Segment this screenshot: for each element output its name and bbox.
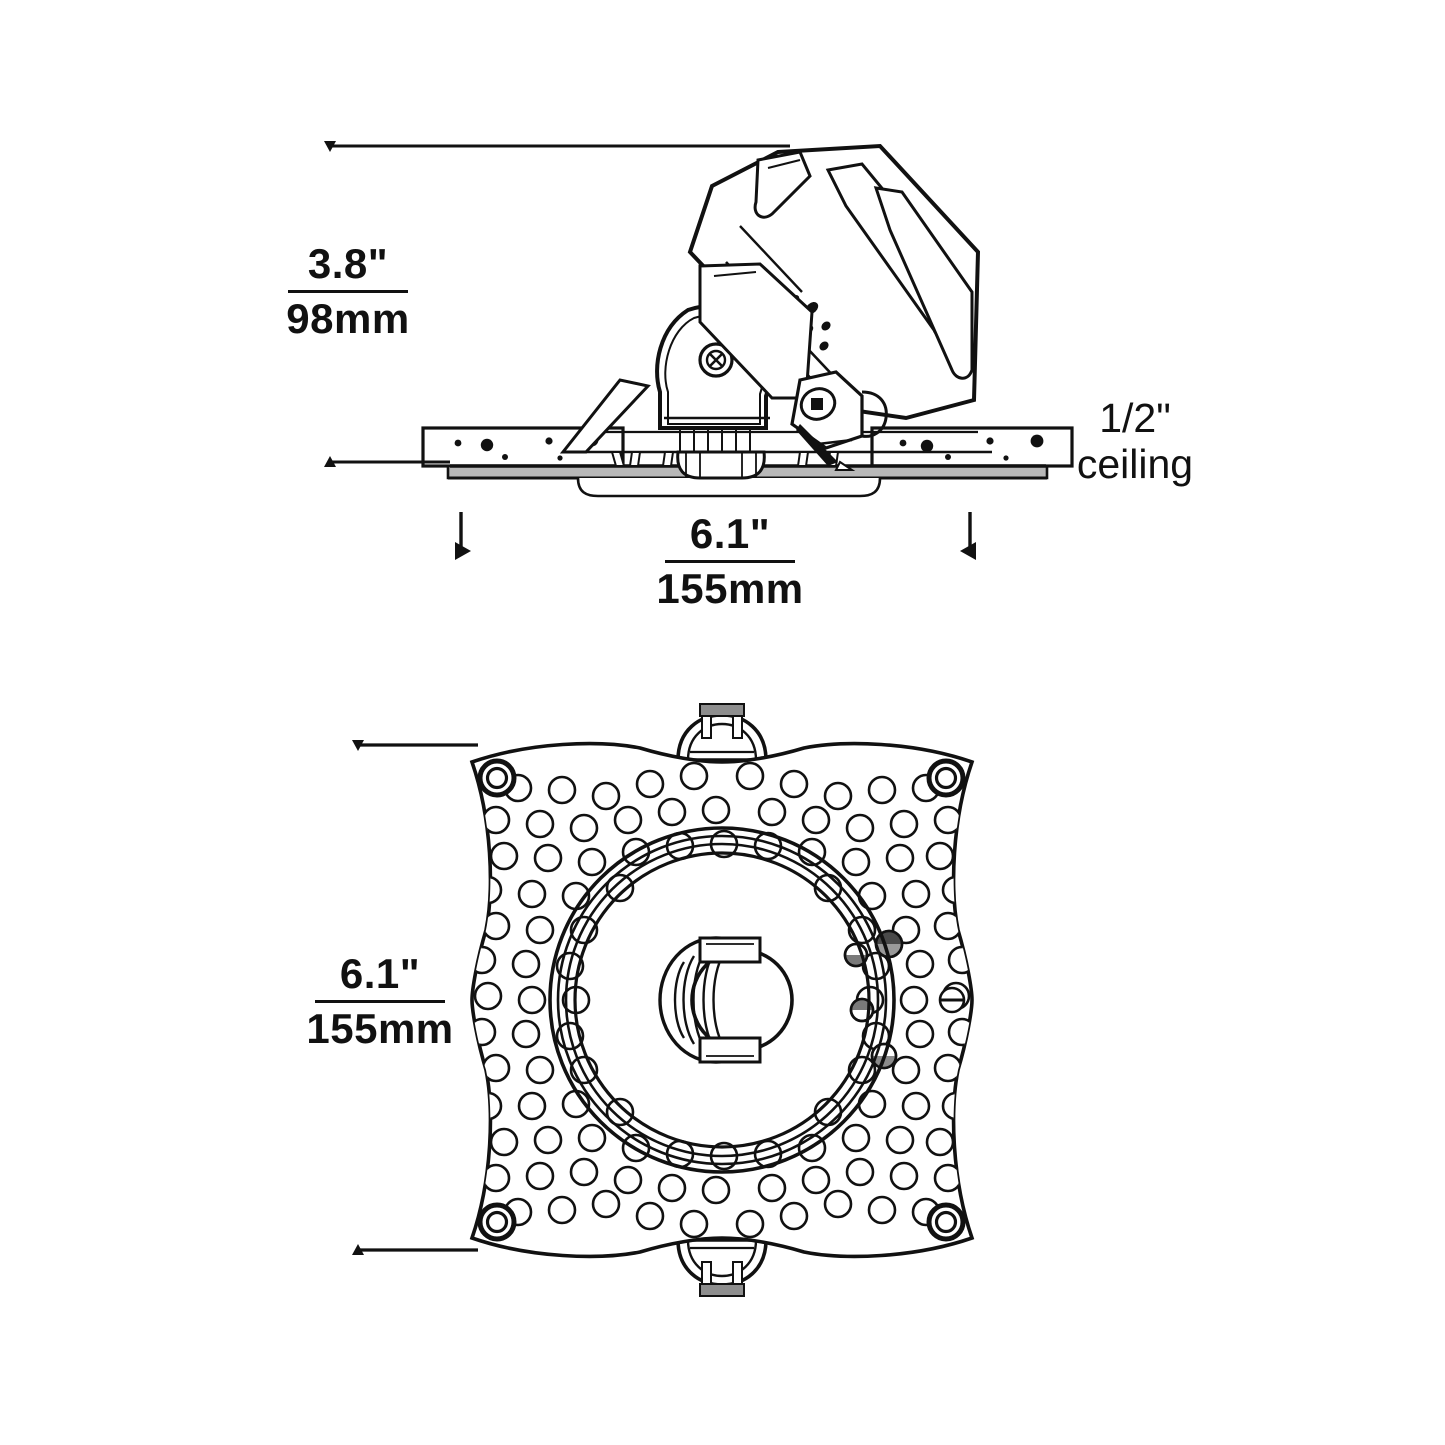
height-dimension-inches: 3.8" — [307, 240, 389, 287]
width-dimension-side-mm: 155mm — [635, 563, 825, 610]
ceiling-board-right — [870, 426, 1074, 468]
side-elevation-view — [421, 143, 1074, 498]
dimension-lines-side — [324, 141, 976, 560]
height-dimension-label: 3.8" 98mm — [268, 243, 428, 340]
left-bracket-arm — [559, 378, 651, 454]
width-dim-right-arrow — [960, 542, 976, 560]
mounting-clip-top — [676, 703, 768, 762]
housing-collar-section — [576, 477, 882, 498]
corner-hole-top-left — [477, 758, 517, 798]
width-dimension-plan-label: 6.1" 155mm — [285, 953, 475, 1050]
width-dimension-plan-mm-unit: mm — [377, 1005, 454, 1052]
width-dimension-plan-inches: 6.1" — [339, 950, 421, 997]
plan-view — [469, 703, 975, 1297]
width-dimension-side-rule — [665, 560, 795, 563]
adjustable-lamp-head — [658, 936, 794, 1064]
perforation-field — [472, 761, 972, 1239]
ceiling-note-line1: 1/2" — [1099, 395, 1171, 441]
width-dimension-side-inches: 6.1" — [689, 510, 771, 557]
width-dimension-side-mm-value: 155 — [656, 565, 728, 612]
tilted-lamp-barrel — [687, 143, 981, 421]
mounting-clip-bottom — [676, 1238, 768, 1297]
height-dimension-rule — [288, 290, 408, 293]
ceiling-note: 1/2" ceiling — [1040, 395, 1230, 488]
trim-aperture-rings — [548, 826, 896, 1174]
dimension-lines-plan — [352, 740, 478, 1255]
width-dimension-plan-mm: 155mm — [285, 1003, 475, 1050]
ceiling-note-line2: ceiling — [1076, 440, 1194, 487]
corner-mounting-holes — [477, 758, 966, 1242]
corner-hole-bottom-right — [926, 1202, 966, 1242]
height-dimension-mm-value: 98 — [286, 295, 334, 342]
width-dimension-side-label: 6.1" 155mm — [635, 513, 825, 610]
width-dimension-plan-rule — [315, 1000, 445, 1003]
corner-hole-bottom-left — [477, 1202, 517, 1242]
pivot-lock-assembly — [790, 370, 888, 471]
height-dimension-mm-unit: mm — [334, 295, 410, 342]
corner-hole-top-right — [926, 758, 966, 798]
width-dimension-plan-mm-value: 155 — [306, 1005, 378, 1052]
width-dim-left-arrow — [455, 542, 471, 560]
height-dimension-mm: 98mm — [268, 293, 428, 340]
frame-band-section — [576, 430, 992, 467]
width-dimension-side-mm-unit: mm — [727, 565, 804, 612]
